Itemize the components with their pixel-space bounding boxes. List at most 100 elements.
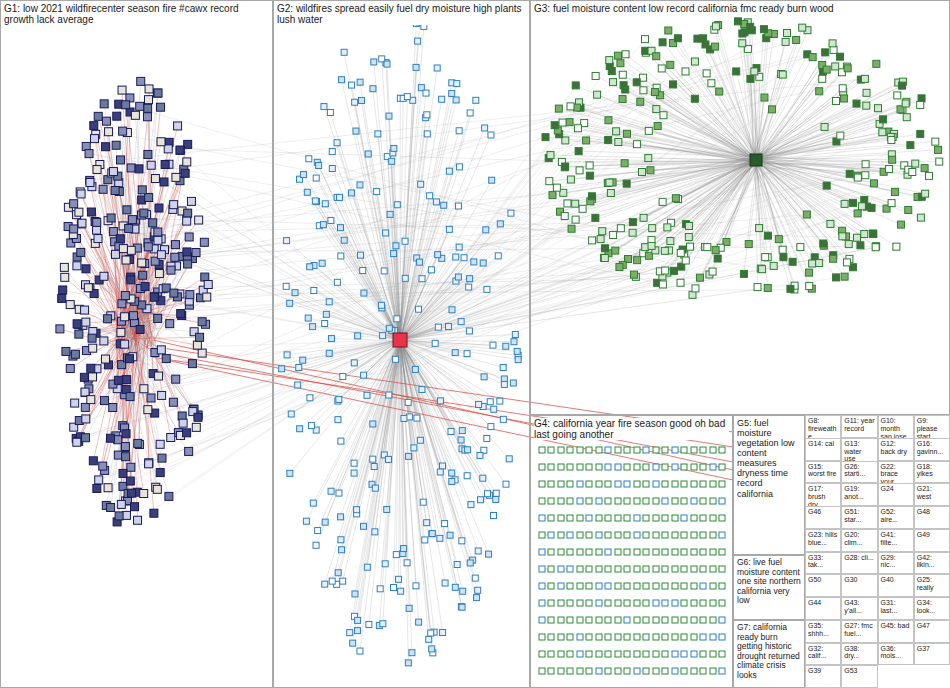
- vertex-square: [392, 356, 398, 362]
- vertex-square: [384, 506, 390, 512]
- network-edge: [400, 339, 457, 565]
- network-edge: [154, 340, 733, 470]
- network-edge: [401, 339, 477, 597]
- network-edge: [118, 337, 149, 455]
- network-edge: [400, 67, 416, 340]
- vertex-square: [853, 100, 860, 107]
- vertex-square: [125, 224, 133, 232]
- vertex-square: [104, 315, 112, 323]
- vertex-square: [364, 564, 370, 570]
- vertex-square: [150, 293, 158, 301]
- network-edge: [162, 359, 733, 480]
- network-edge: [150, 270, 171, 315]
- vertex-square: [200, 238, 208, 246]
- vertex-square: [338, 438, 344, 444]
- vertex-square: [313, 175, 319, 181]
- vertex-square: [162, 284, 170, 292]
- vertex-square: [130, 312, 138, 320]
- vertex-square: [612, 247, 619, 254]
- vertex-square: [439, 96, 445, 102]
- vertex-square: [427, 193, 433, 199]
- vertex-square: [80, 373, 88, 381]
- vertex-square: [184, 209, 192, 217]
- network-edge: [132, 335, 192, 364]
- vertex-square: [303, 518, 309, 524]
- vertex-square: [121, 443, 129, 451]
- vertex-square: [549, 192, 556, 199]
- vertex-square: [194, 413, 202, 421]
- network-edge: [400, 170, 650, 340]
- vertex-square: [843, 259, 850, 266]
- vertex-square: [77, 248, 85, 256]
- vertex-square: [508, 210, 514, 216]
- network-edge: [667, 162, 754, 227]
- vertex-square: [107, 503, 115, 511]
- network-edge: [82, 223, 148, 349]
- vertex-square: [454, 562, 460, 568]
- vertex-square: [310, 500, 316, 506]
- network-edge: [89, 334, 118, 389]
- vertex-square: [770, 262, 777, 269]
- vertex-square: [100, 397, 108, 405]
- network-edge: [170, 355, 733, 462]
- vertex-square: [493, 497, 499, 503]
- vertex-square: [375, 131, 381, 137]
- vertex-square: [416, 306, 422, 312]
- vertex-square: [484, 491, 490, 497]
- vertex-square: [66, 364, 74, 372]
- vertex-square: [300, 357, 306, 363]
- network-edge: [400, 244, 849, 340]
- vertex-square: [501, 381, 507, 387]
- vertex-square: [391, 145, 397, 151]
- vertex-square: [779, 246, 786, 253]
- network-edge: [756, 28, 802, 164]
- vertex-square: [308, 423, 314, 429]
- vertex-square: [406, 605, 412, 611]
- vertex-square: [60, 263, 68, 271]
- network-edge: [131, 257, 187, 314]
- vertex-square: [429, 646, 435, 652]
- vertex-square: [358, 97, 364, 103]
- network-edge: [152, 211, 182, 326]
- network-edge: [121, 79, 865, 160]
- network-edge: [400, 71, 685, 340]
- vertex-square: [426, 636, 432, 642]
- network-edge: [692, 161, 759, 294]
- network-edge: [295, 293, 400, 340]
- network-edge: [400, 73, 707, 340]
- vertex-square: [144, 150, 152, 158]
- vertex-square: [371, 59, 377, 65]
- vertex-square: [424, 112, 430, 118]
- vertex-square: [411, 445, 417, 451]
- vertex-square: [449, 470, 455, 476]
- vertex-square: [489, 177, 495, 183]
- vertex-square: [122, 256, 130, 264]
- vertex-square: [370, 421, 376, 427]
- vertex-square: [371, 464, 377, 470]
- vertex-square: [66, 301, 74, 309]
- vertex-square: [386, 392, 392, 398]
- vertex-square: [328, 488, 334, 494]
- vertex-square: [383, 230, 389, 236]
- vertex-square: [157, 251, 165, 259]
- vertex-square: [453, 254, 459, 260]
- vertex-square: [100, 100, 108, 108]
- vertex-square: [74, 320, 82, 328]
- network-edge: [86, 340, 400, 438]
- vertex-square: [892, 188, 899, 195]
- network-edge: [400, 247, 876, 340]
- vertex-square: [313, 542, 319, 548]
- vertex-square: [136, 102, 144, 110]
- vertex-square: [756, 225, 763, 232]
- vertex-square: [284, 238, 290, 244]
- network-edge: [152, 357, 733, 447]
- vertex-square: [586, 172, 593, 179]
- vertex-square: [169, 398, 177, 406]
- vertex-square: [121, 313, 129, 321]
- vertex-square: [448, 429, 454, 435]
- vertex-square: [449, 307, 455, 313]
- vertex-square: [553, 184, 560, 191]
- network-edge: [399, 341, 442, 633]
- vertex-square: [863, 102, 870, 109]
- vertex-square: [336, 490, 342, 496]
